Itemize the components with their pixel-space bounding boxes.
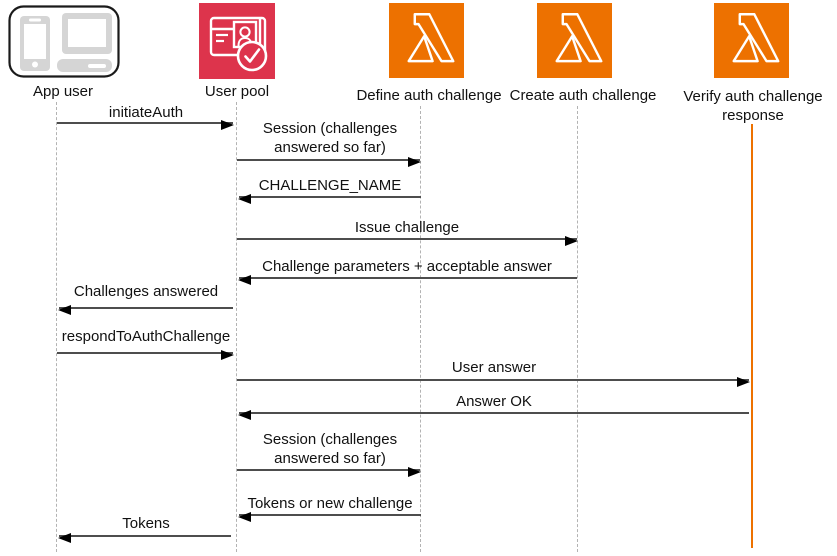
lifeline-create-auth-challenge (577, 106, 578, 552)
actor-label-verify-auth-challenge-response: Verify auth challenge response (683, 88, 823, 124)
message-arrow-challenges-answered (58, 305, 233, 315)
actor-label-create-auth-challenge: Create auth challenge (509, 87, 657, 104)
message-label-session-1: Session (challenges answered so far) (262, 120, 398, 156)
lifeline-define-auth-challenge (420, 106, 421, 552)
arrowhead-icon (408, 467, 421, 477)
lifeline-verify-auth-challenge-response (751, 124, 753, 548)
message-label-user-answer: User answer (451, 359, 537, 376)
lambda-icon (389, 3, 464, 78)
actor-label-user-pool: User pool (204, 83, 270, 100)
arrowhead-icon (238, 410, 251, 420)
message-label-initiateauth: initiateAuth (108, 104, 184, 121)
arrowhead-icon (238, 194, 251, 204)
arrowhead-icon (565, 236, 578, 246)
user-pool-icon (199, 3, 275, 79)
message-arrow-user-answer (237, 377, 750, 387)
arrowhead-icon (221, 120, 234, 130)
lifeline-user-pool (236, 102, 237, 552)
arrowhead-icon (408, 157, 421, 167)
message-arrow-respondtoauthchallenge (57, 350, 234, 360)
message-arrow-issue-challenge (237, 236, 578, 246)
arrowhead-icon (58, 305, 71, 315)
message-label-challenge-name: CHALLENGE_NAME (258, 177, 402, 194)
arrowhead-icon (221, 350, 234, 360)
message-arrow-initiateauth (57, 120, 234, 130)
message-arrow-tokens-or-new-challenge (238, 512, 421, 522)
message-label-respondtoauthchallenge: respondToAuthChallenge (61, 328, 231, 345)
message-label-challenge-parameters: Challenge parameters + acceptable answer (262, 258, 552, 275)
message-arrow-challenge-parameters (238, 275, 577, 285)
arrowhead-icon (737, 377, 750, 387)
message-label-tokens-or-new-challenge: Tokens or new challenge (247, 495, 413, 512)
message-arrow-session-2 (237, 467, 421, 477)
message-arrow-challenge-name (238, 194, 421, 204)
message-label-session-2: Session (challenges answered so far) (262, 431, 398, 467)
app-user-devices-icon (8, 5, 120, 78)
lifeline-app-user (56, 102, 57, 552)
message-label-answer-ok: Answer OK (456, 393, 532, 410)
actor-label-define-auth-challenge: Define auth challenge (356, 87, 502, 104)
arrowhead-icon (238, 512, 251, 522)
arrowhead-icon (58, 533, 71, 543)
message-arrow-session-1 (237, 157, 421, 167)
lambda-icon (714, 3, 789, 78)
arrowhead-icon (238, 275, 251, 285)
message-arrow-tokens (58, 533, 231, 543)
message-label-issue-challenge: Issue challenge (354, 219, 460, 236)
lambda-icon (537, 3, 612, 78)
message-arrow-answer-ok (238, 410, 749, 420)
actor-label-app-user: App user (32, 83, 94, 100)
message-label-challenges-answered: Challenges answered (73, 283, 219, 300)
message-label-tokens: Tokens (122, 515, 170, 532)
